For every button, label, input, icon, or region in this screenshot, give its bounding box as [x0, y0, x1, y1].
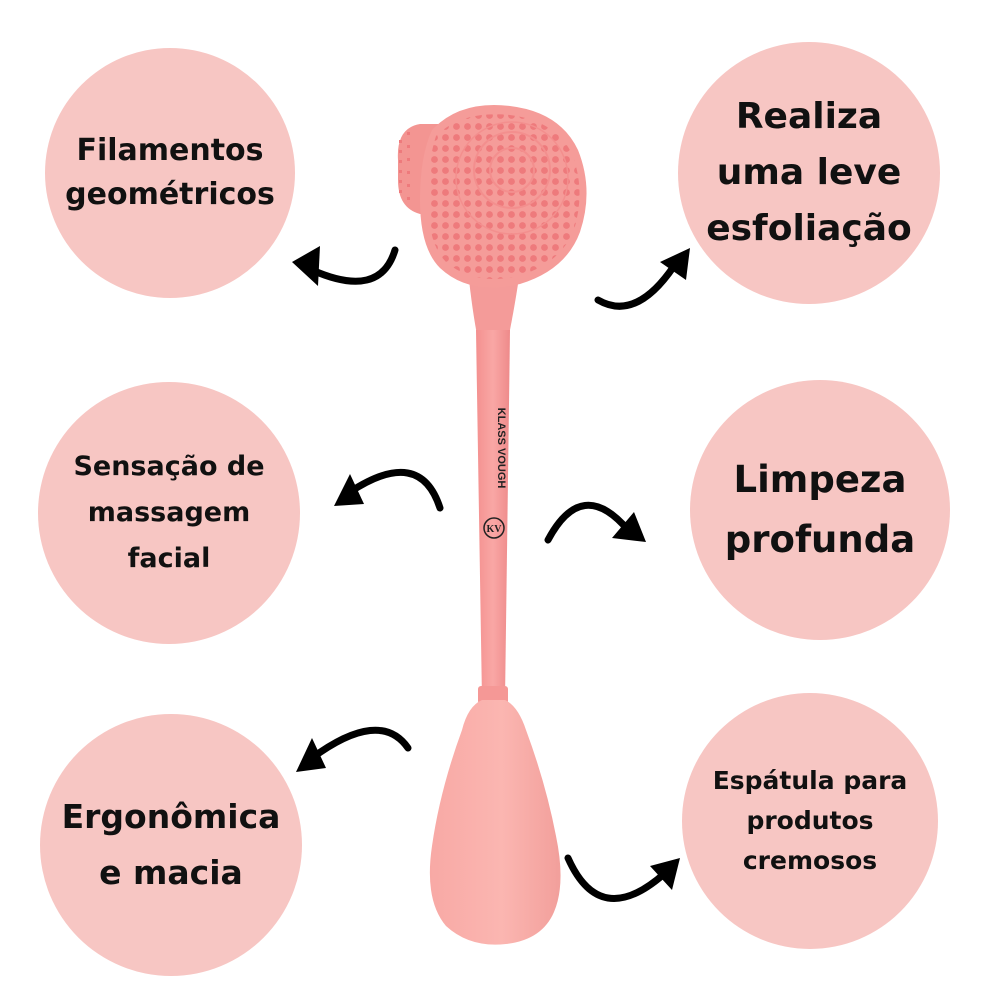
arrowheads: [292, 246, 690, 890]
feature-label-massage: Sensação de massagem facial: [73, 451, 265, 574]
spatula-tip: [429, 700, 561, 945]
arrowhead-spatula: [650, 858, 680, 890]
feature-bubble-ergonomic: Ergonômica e macia: [40, 714, 302, 976]
arrowhead-filaments: [292, 246, 320, 286]
arrowhead-massage: [334, 474, 364, 506]
feature-bubble-deep-cleaning: Limpeza profunda: [690, 380, 950, 640]
arrow-filaments: [308, 246, 399, 285]
arrowhead-deep-cleaning: [612, 512, 646, 542]
arrow-spatula: [564, 854, 668, 902]
feature-label-ergonomic: Ergonômica e macia: [61, 797, 281, 892]
brand-name: KLASS VOUGH: [495, 408, 507, 489]
arrow-ergonomic: [308, 726, 412, 762]
feature-bubble-geometric-filaments: Filamentos geométricos: [45, 48, 295, 298]
arrow-massage: [346, 468, 444, 512]
brush-handle: [476, 330, 510, 700]
arrow-exfoliation: [594, 262, 678, 310]
brush-neck: [468, 270, 520, 340]
feature-label-deep-cleaning: Limpeza profunda: [724, 458, 916, 561]
brand-logo-icon: [483, 517, 505, 539]
feature-bubble-spatula: Espátula para produtos cremosos: [682, 693, 938, 949]
feature-bubble-massage: Sensação de massagem facial: [38, 382, 300, 644]
arrowhead-exfoliation: [660, 248, 690, 280]
brand-logo-monogram: KV: [487, 524, 503, 535]
feature-label-exfoliation: Realiza uma leve esfoliação: [706, 96, 912, 249]
feature-bubble-exfoliation: Realiza uma leve esfoliação: [678, 42, 940, 304]
brand-mark: KLASS VOUGH KV: [483, 408, 507, 539]
handle-ring: [478, 686, 508, 704]
feature-label-geometric-filaments: Filamentos geométricos: [65, 133, 275, 212]
arrowhead-ergonomic: [296, 738, 326, 772]
arrows: [308, 246, 678, 902]
arrow-deep-cleaning: [544, 501, 632, 544]
feature-label-spatula: Espátula para produtos cremosos: [712, 766, 908, 875]
brush-head: [420, 105, 587, 288]
